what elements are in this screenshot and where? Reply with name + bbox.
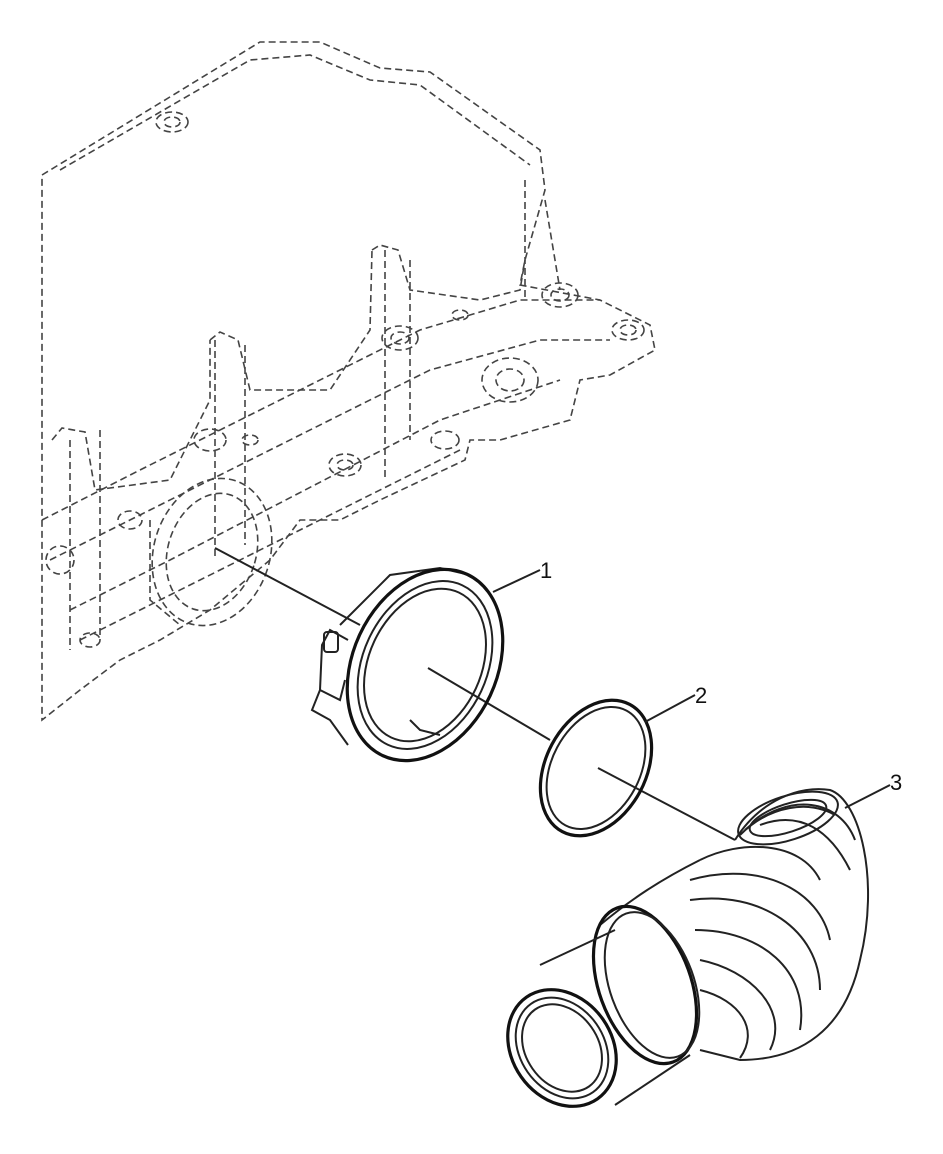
assembly-axis-lines: [214, 547, 736, 841]
gasket-ring: [538, 698, 654, 838]
exhaust-manifold: [41, 41, 656, 722]
clamp: [310, 566, 505, 763]
leader-lines: [492, 569, 891, 809]
callout-3-label: 3: [890, 770, 902, 795]
callout-1-label: 1: [540, 558, 552, 583]
callout-2-label: 2: [695, 683, 707, 708]
elbow-pipe: [506, 788, 870, 1108]
